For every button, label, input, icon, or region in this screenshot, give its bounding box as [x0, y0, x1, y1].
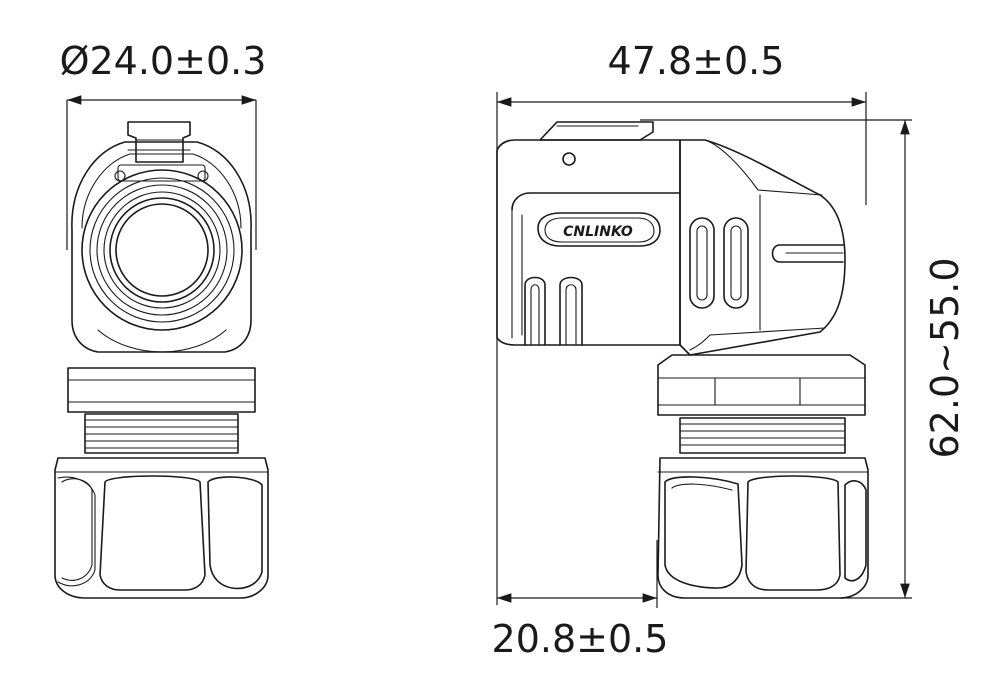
- side-latch: [539, 121, 654, 141]
- front-view: Ø24.0±0.3: [54, 39, 269, 599]
- diameter-label: Ø24.0±0.3: [60, 39, 267, 83]
- front-grip-nut: [54, 457, 269, 599]
- logo-text: CNLINKO: [563, 224, 633, 240]
- front-thread: [84, 413, 239, 454]
- offset-label: 20.8±0.5: [492, 617, 669, 661]
- side-collar: [657, 354, 866, 416]
- height-label: 62.0~55.0: [923, 257, 967, 458]
- brand-logo: CNLINKO: [537, 212, 661, 247]
- side-thread: [679, 417, 846, 454]
- side-head: CNLINKO: [496, 139, 681, 346]
- side-view: 47.8±0.5 62.0~55.0 20.8±0.5: [492, 39, 967, 661]
- diameter-dimension: Ø24.0±0.3: [60, 39, 267, 250]
- front-collar: [67, 367, 256, 413]
- side-rear-housing: [679, 139, 846, 356]
- side-grip-nut: [657, 457, 869, 599]
- width-label: 47.8±0.5: [608, 39, 785, 83]
- front-latch: [127, 121, 191, 163]
- height-dimension: 62.0~55.0: [640, 119, 967, 599]
- offset-dimension: 20.8±0.5: [492, 540, 669, 661]
- front-head: [71, 141, 252, 353]
- width-dimension: 47.8±0.5: [496, 39, 867, 605]
